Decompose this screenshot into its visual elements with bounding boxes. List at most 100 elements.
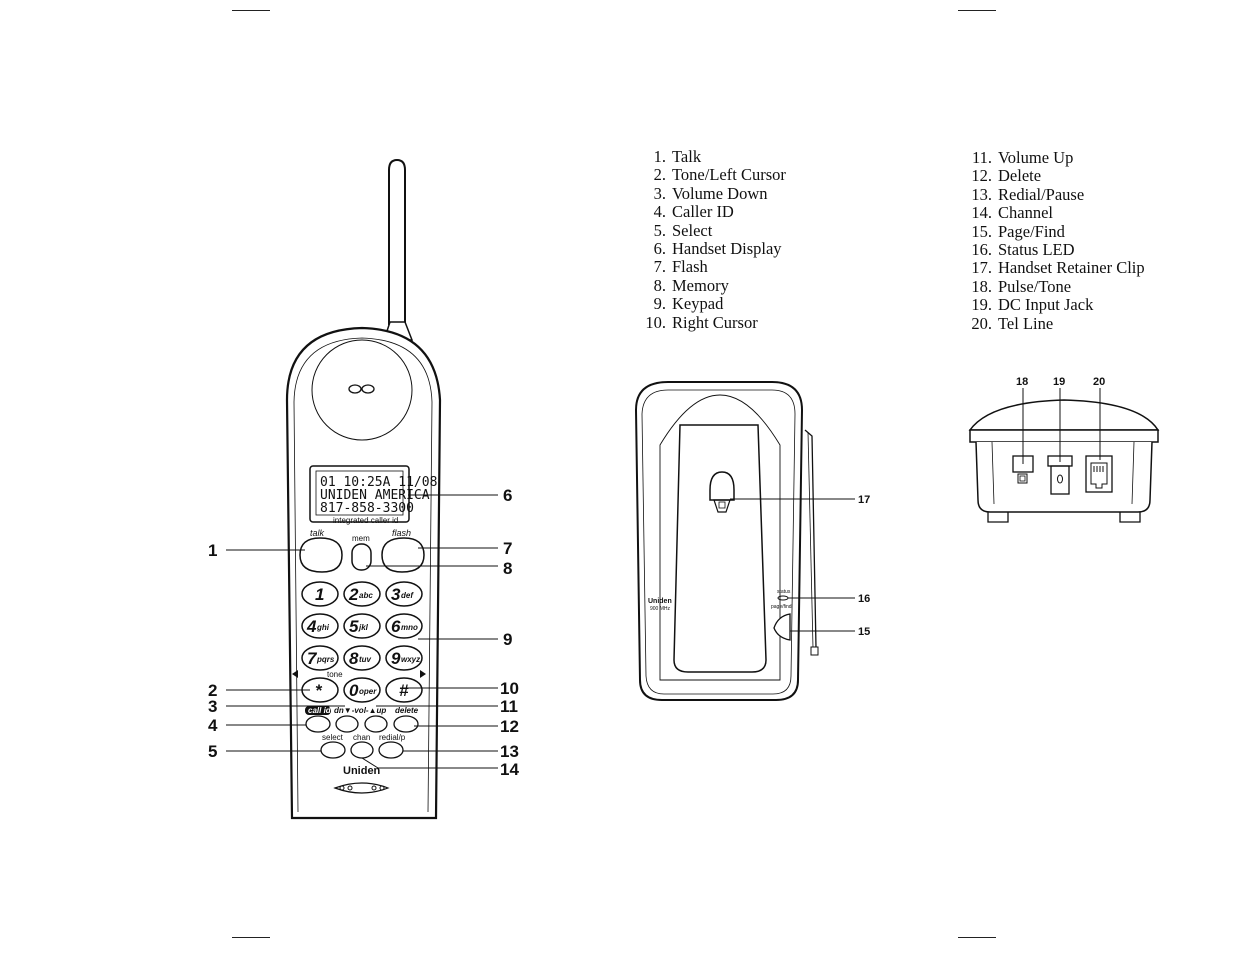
legend-item: 7. Flash <box>638 257 786 277</box>
base-illustration <box>634 381 819 701</box>
keypad-key-digit: 8 <box>349 649 359 668</box>
rear-leader-lines <box>1022 388 1101 464</box>
legend-item-label: Memory <box>672 275 729 295</box>
crop-mark-bottom-left <box>232 937 270 938</box>
callout-12: 12 <box>500 717 519 736</box>
talk-button[interactable] <box>299 537 343 573</box>
keypad-key-shape[interactable] <box>343 677 381 703</box>
legend-item-label: Volume Down <box>672 183 768 203</box>
left-arrow-icon <box>292 670 298 678</box>
legend-item-label: Redial/Pause <box>998 184 1085 204</box>
chan-button[interactable] <box>350 741 374 759</box>
keypad-key-shape[interactable] <box>385 677 423 703</box>
callout-13: 13 <box>500 742 519 761</box>
handset-brand-logo: Uniden <box>343 765 381 777</box>
legend-item: 11.Volume Up <box>964 148 1145 167</box>
lcd-line-2: UNIDEN AMERICA <box>320 488 430 503</box>
keypad-key-digit: 7 <box>307 649 318 668</box>
delete-button[interactable] <box>393 715 419 733</box>
legend-item-label: Tone/Left Cursor <box>672 165 786 185</box>
keypad-key-shape[interactable] <box>385 613 423 639</box>
dc-input-jack <box>1050 465 1070 495</box>
legend-item: 12.Delete <box>964 166 1145 186</box>
crop-mark-top-right <box>958 10 996 11</box>
keypad-key-shape[interactable] <box>301 581 339 607</box>
keypad-key-shape[interactable] <box>301 613 339 639</box>
crop-mark-bottom-right <box>958 937 996 938</box>
select-label: select <box>322 733 344 742</box>
legend-item-number: 7. <box>653 257 666 277</box>
callout-7: 7 <box>503 539 512 558</box>
redial-label: redial/p <box>379 733 406 742</box>
base-frequency-label: 900 MHz <box>650 606 671 612</box>
legend-item-number: 20. <box>971 313 992 333</box>
keypad-key-digit: # <box>399 681 409 700</box>
antenna <box>388 158 406 325</box>
keypad-key-shape[interactable] <box>343 613 381 639</box>
legend-item: 19. DC Input Jack <box>964 295 1145 315</box>
vol-up-button[interactable] <box>364 715 388 733</box>
legend-item: 9.Keypad <box>638 294 786 313</box>
keypad-key-shape[interactable] <box>301 645 339 671</box>
legend-item-number: 11. <box>971 148 992 167</box>
legend-item: 2.Tone/Left Cursor <box>638 165 786 185</box>
keypad-key-letters: def <box>401 591 414 600</box>
base-leader-lines <box>730 498 855 632</box>
keypad-key-digit: 9 <box>391 649 401 668</box>
legend-item: 4.Caller ID <box>638 202 786 221</box>
legend-item-number: 10. <box>645 312 666 332</box>
keypad-key-digit: 6 <box>391 617 401 636</box>
keypad-key-digit: 1 <box>315 585 324 604</box>
keypad-key[interactable]: 1 <box>301 581 339 607</box>
page-find-button[interactable] <box>773 613 791 641</box>
legend-item-label: DC Input Jack <box>998 295 1094 315</box>
vol-down-button[interactable] <box>335 715 359 733</box>
legend-item-label: Status LED <box>998 240 1075 260</box>
keypad-key-letters: jkl <box>358 623 369 632</box>
legend-item-label: Flash <box>672 257 708 277</box>
keypad-key-shape[interactable] <box>385 581 423 607</box>
callout-3: 3 <box>208 697 217 716</box>
lcd-caption: integrated caller id <box>333 516 398 525</box>
flash-label: flash <box>392 528 411 538</box>
mem-label: mem <box>352 534 370 543</box>
keypad-key-shape[interactable] <box>385 645 423 671</box>
select-button[interactable] <box>320 741 346 759</box>
chan-label: chan <box>353 733 370 742</box>
legend-item-number: 13. <box>971 184 992 204</box>
lcd-screen <box>315 470 404 516</box>
legend-item: 15.Page/Find <box>964 222 1145 241</box>
legend-item-number: 3. <box>653 183 666 203</box>
call-id-button[interactable] <box>305 715 331 733</box>
legend-item-number: 19. <box>971 295 992 315</box>
keypad-key-shape[interactable] <box>343 581 381 607</box>
flash-button[interactable] <box>381 537 425 573</box>
keypad-key[interactable]: # <box>385 677 423 703</box>
legend-item: 14.Channel <box>964 203 1145 222</box>
legend-item-label: Talk <box>672 147 702 166</box>
legend-item-label: Handset Display <box>672 239 782 259</box>
redial-button[interactable] <box>378 741 404 759</box>
callout-11: 11 <box>500 697 518 716</box>
callout-9: 9 <box>503 630 512 649</box>
legend-item-label: Delete <box>998 166 1042 186</box>
legend-item: 8.Memory <box>638 275 786 295</box>
base-brand-logo: Uniden <box>648 598 672 605</box>
legend-item-number: 5. <box>653 220 666 240</box>
legend-item: 18.Pulse/Tone <box>964 277 1145 296</box>
earpiece <box>311 339 413 441</box>
mem-button[interactable] <box>351 543 372 571</box>
legend-item: 10.Right Cursor <box>638 312 786 332</box>
keypad-key-shape[interactable] <box>343 645 381 671</box>
